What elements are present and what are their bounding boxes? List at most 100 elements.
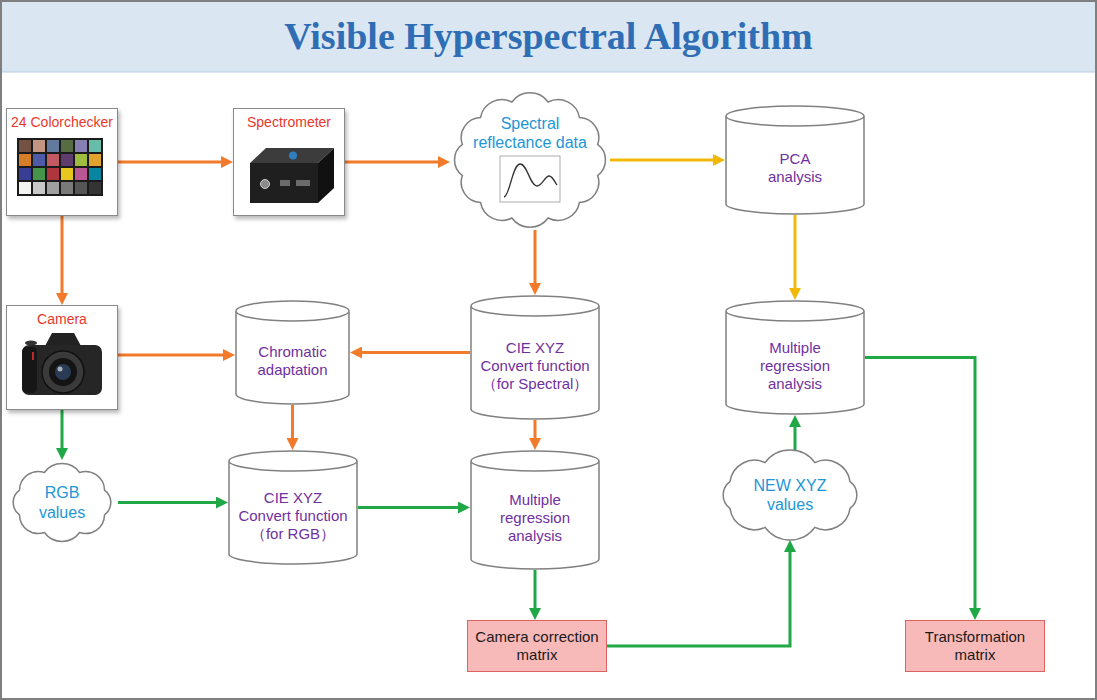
flow-arrow [345,161,441,164]
node-label: Multiple regression analysis [739,339,851,393]
color-patch [47,182,59,194]
lens-glint [58,367,63,372]
output-box: Transformation matrix [905,620,1045,672]
process-cylinder: Multiple regression analysis [725,300,865,415]
flow-arrow [610,159,716,162]
cloud-shape [455,93,606,227]
node-label: CIE XYZ Convert function （for Spectral） [479,339,591,393]
spectrum-curve [504,164,557,197]
device-port [261,180,270,189]
color-patch [75,182,87,194]
camera-lens [42,351,84,393]
grip-accent [32,352,34,360]
node-label: Multiple regression analysis [479,491,591,545]
cylinder-shape [471,296,599,419]
document-box: Spectrometer [233,108,345,216]
cloud-outline [6,460,118,545]
node-label: Chromatic adaptation [243,343,343,379]
flow-arrow [118,501,219,504]
flow-arrow [534,570,537,611]
flow-arrow [534,230,537,286]
color-patch [75,140,87,152]
color-patch [33,140,45,152]
chart-backing [17,138,103,196]
flow-arrow [61,216,64,296]
flow-arrow [61,410,64,451]
device-front [250,163,318,203]
cylinder-shape [229,451,357,564]
node-label: Camera [37,311,87,328]
color-patch [19,168,31,180]
device-logo [289,152,297,160]
title-area: Visible Hyperspectral Algorithm [0,2,1097,72]
node-label: Spectrometer [247,114,331,131]
node-label: RGB values [32,483,92,521]
camera-grip [22,347,37,393]
color-patch [33,154,45,166]
device-port [280,180,290,186]
flow-arrow [607,549,790,646]
flow-arrow [794,215,797,291]
color-patch [61,168,73,180]
camera-picture [22,333,102,395]
data-cloud: Spectral reflectance data [450,90,610,230]
device-port [296,180,310,186]
node-label: Transformation matrix [912,628,1039,664]
flow-arrow [865,358,975,612]
flow-arrow [359,351,470,354]
color-patch [47,154,59,166]
process-cylinder: Multiple regression analysis [470,450,600,570]
cloud-outline [715,450,865,540]
node-label: PCA analysis [755,150,835,186]
data-cloud: RGB values [6,460,118,545]
process-cylinder: PCA analysis [725,105,865,215]
output-box: Camera correction matrix [467,620,607,672]
diagram-title: Visible Hyperspectral Algorithm [284,14,812,60]
color-patch [89,140,101,152]
process-cylinder: CIE XYZ Convert function （for Spectral） [470,295,600,420]
color-patch [19,140,31,152]
spectrum-graph [500,156,560,202]
flow-arrow [358,506,461,509]
spectrometer-picture [250,148,334,203]
lens-ring [49,358,77,386]
color-patch [89,182,101,194]
colorchecker-picture [17,138,103,196]
graph-frame [500,156,560,202]
lens-glass [55,364,71,380]
cylinder-shape [471,451,599,569]
color-patch [19,182,31,194]
process-cylinder: CIE XYZ Convert function （for RGB） [228,450,358,565]
color-patch [89,154,101,166]
flow-arrow [118,354,226,357]
color-patch [47,140,59,152]
cloud-shape [723,450,857,540]
flow-arrow [118,161,224,164]
flow-arrow [534,420,537,441]
title-band [2,2,1095,72]
color-patch [75,154,87,166]
cylinder-shape [236,301,349,404]
color-patch [89,168,101,180]
camera-body [22,345,102,395]
cylinder-shape [726,301,864,414]
title-band-edge [2,72,1095,73]
node-label: Spectral reflectance data [468,114,593,152]
color-patch [61,140,73,152]
data-cloud: NEW XYZ values [715,450,865,540]
node-label: 24 Colorchecker [11,114,113,131]
node-label: NEW XYZ values [743,476,838,514]
device-side [318,148,334,203]
document-box: Camera [6,305,118,410]
color-patch [61,182,73,194]
flow-arrow [794,424,797,450]
cylinder-shape [726,106,864,214]
color-patch [61,154,73,166]
shutter-button [25,341,37,346]
process-cylinder: Chromatic adaptation [235,300,350,405]
node-label: Camera correction matrix [474,628,601,664]
cloud-shape [13,464,111,542]
cloud-outline [450,90,610,230]
